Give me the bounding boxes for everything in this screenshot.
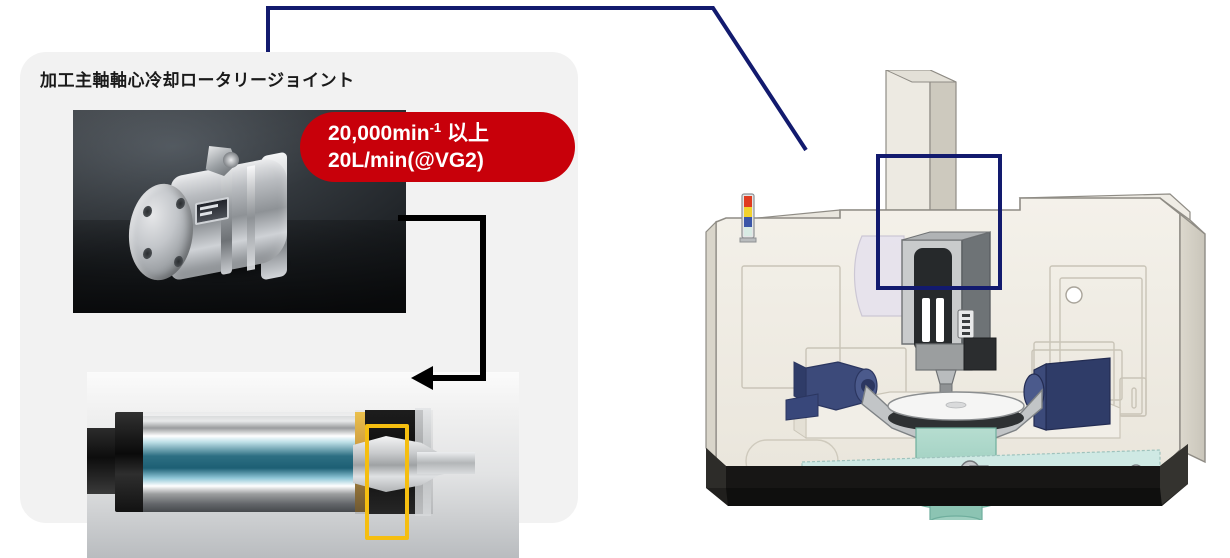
spindle-shaft-end: [87, 428, 119, 494]
spec-speed-suffix: 以上: [441, 121, 489, 145]
spindle-housing: [143, 412, 359, 512]
signal-tower: [739, 193, 757, 243]
spindle-cross-section-image: [87, 372, 519, 558]
spec-badge: 20,000min-1 以上 20L/min(@VG2): [300, 112, 575, 182]
spindle-highlight-box: [876, 154, 1002, 290]
part-ring: [247, 165, 255, 271]
spec-badge-line-1: 20,000min-1 以上: [328, 120, 575, 148]
spindle-head-faceplate: [914, 248, 952, 352]
slide-root: 加工主軸軸心冷却ロータリージョイント: [20, 6, 1206, 558]
spec-badge-line-2: 20L/min(@VG2): [328, 148, 484, 172]
rotary-table-assembly: [785, 357, 1111, 520]
cnc-machining-center-illustration: [705, 70, 1206, 520]
page-title: 加工主軸軸心冷却ロータリージョイント: [40, 71, 355, 90]
spec-speed-value: 20,000min: [328, 121, 430, 145]
machine-column: [885, 70, 957, 231]
part-port-nut: [223, 152, 239, 168]
rotary-joint-part: [121, 144, 317, 292]
spindle-housing-highlight: [143, 412, 359, 416]
spindle-collar: [115, 412, 145, 512]
yellow-highlight-box: [365, 424, 409, 540]
machine-base: [706, 444, 1188, 506]
spindle-joint-stem: [417, 452, 475, 474]
machine-knob: [1065, 286, 1083, 304]
spec-speed-exponent: -1: [429, 119, 442, 135]
